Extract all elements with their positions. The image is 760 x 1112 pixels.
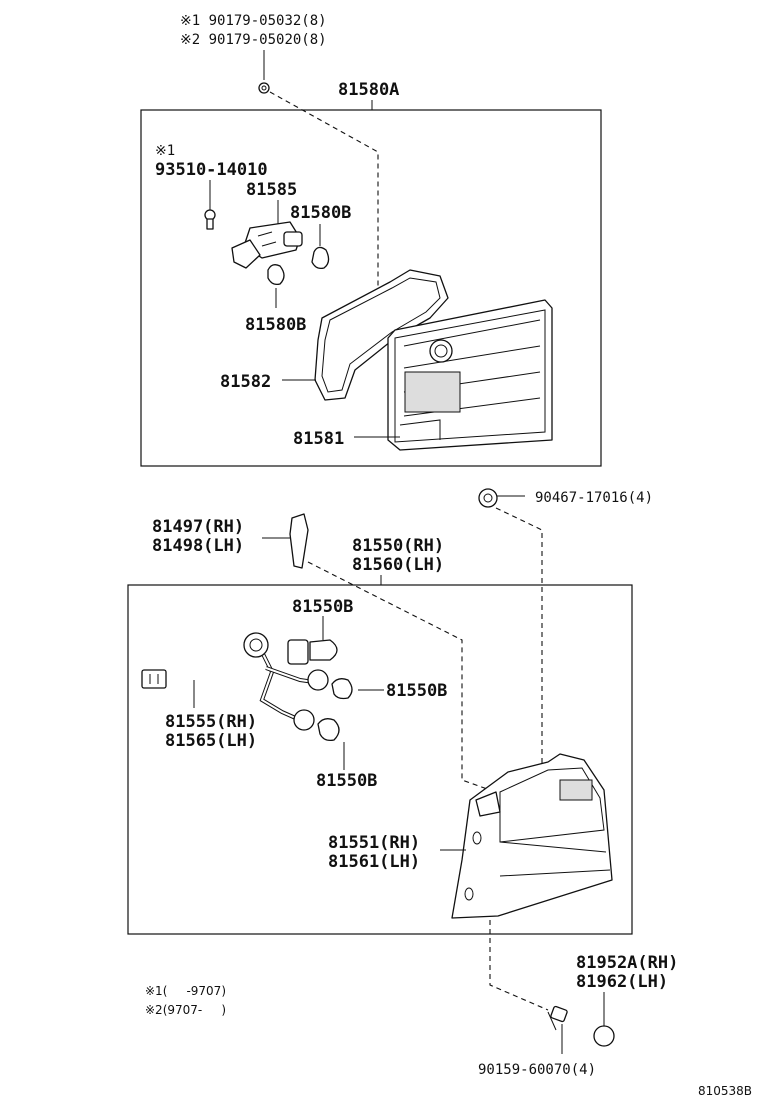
screw-label-1: ※1 90179-05032(8): [180, 13, 327, 29]
top-screw: [258, 82, 270, 94]
clip-dash-line: [307, 561, 491, 791]
socket-top: [287, 639, 338, 665]
lens-lh-label: 81561(LH): [328, 852, 420, 872]
lower-lens: [451, 753, 613, 919]
lens-rh-label: 81551(RH): [328, 833, 420, 853]
lower-screw-label: 90159-60070(4): [478, 1062, 596, 1078]
gasket-label: 81582: [220, 372, 271, 392]
screw-part-label: 93510-14010: [155, 160, 268, 180]
upper-lens: [387, 299, 553, 451]
grommet-dash-line: [495, 507, 543, 770]
assembly-label-81580a: 81580A: [338, 80, 399, 100]
socket-label: 81585: [246, 180, 297, 200]
clip-rh-label: 81497(RH): [152, 517, 244, 537]
socket-mid: [307, 669, 353, 700]
socket-bottom: [293, 709, 340, 742]
upper-assembly-box: [140, 109, 602, 467]
lens-label: 81581: [293, 429, 344, 449]
assembly-lh-label: 81560(LH): [352, 555, 444, 575]
wire-rh-label: 81555(RH): [165, 712, 257, 732]
bulb-lower: [267, 264, 285, 286]
wire-harness: [141, 628, 315, 722]
bulb-upper: [311, 246, 330, 270]
screw-label-2: ※2 90179-05020(8): [180, 32, 327, 48]
socket-assembly: [231, 221, 303, 269]
cap-lh-label: 81962(LH): [576, 972, 668, 992]
clip: [289, 513, 309, 569]
small-screw: [204, 209, 216, 230]
note-1: ※1( -9707): [145, 984, 226, 998]
lower-screw: [547, 1005, 568, 1031]
cap-rh-label: 81952A(RH): [576, 953, 678, 973]
note-mark-1: ※1: [155, 143, 175, 159]
grommet: [478, 488, 498, 508]
bulb-bottom-label: 81550B: [316, 771, 377, 791]
bulb-label-upper: 81580B: [290, 203, 351, 223]
bulb-label-lower: 81580B: [245, 315, 306, 335]
diagram-code: 810538B: [698, 1084, 752, 1098]
cap: [593, 1025, 615, 1047]
bulb-top-label: 81550B: [292, 597, 353, 617]
screw-lower-dash: [489, 920, 549, 1011]
gasket-inner: [321, 277, 441, 393]
note-2: ※2(9707- ): [145, 1003, 226, 1017]
grommet-label: 90467-17016(4): [535, 490, 653, 506]
bulb-mid-label: 81550B: [386, 681, 447, 701]
wire-lh-label: 81565(LH): [165, 731, 257, 751]
clip-lh-label: 81498(LH): [152, 536, 244, 556]
lower-assembly-box: [127, 584, 633, 935]
assembly-rh-label: 81550(RH): [352, 536, 444, 556]
